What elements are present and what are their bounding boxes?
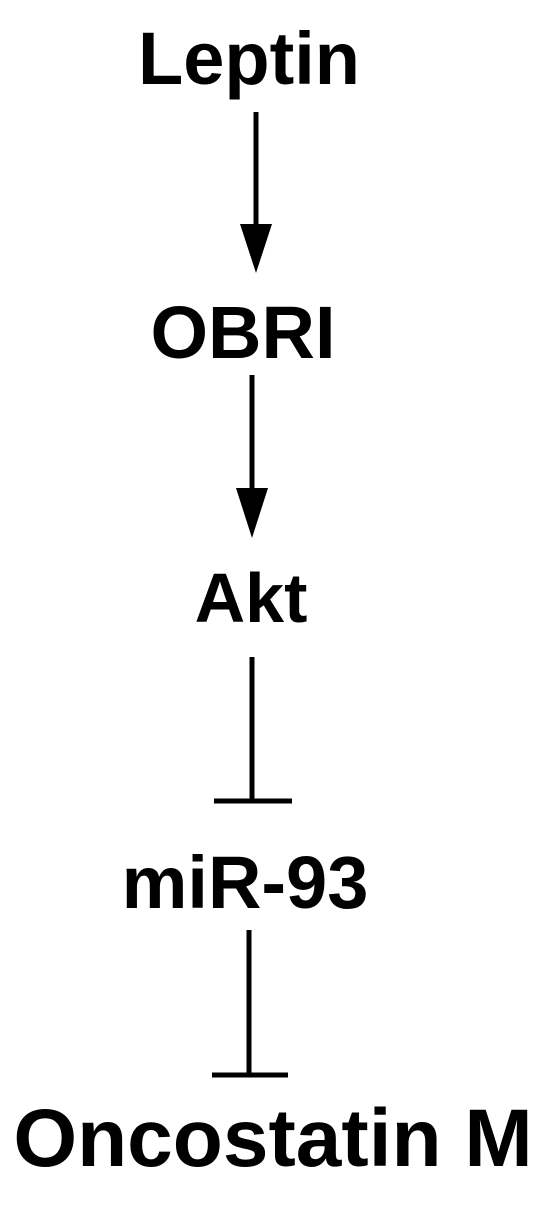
edge-akt-to-mir-93-inhibition-bar (214, 657, 292, 804)
node-akt: Akt (194, 559, 308, 637)
node-mir-93: miR-93 (121, 841, 369, 924)
edge-leptin-to-obri-activation-arrow (240, 112, 272, 273)
node-obri: OBRI (150, 291, 336, 374)
edge-obri-to-akt-activation-arrow (236, 375, 268, 538)
edge-mir-93-to-oncostatin-m-inhibition-bar (212, 930, 288, 1078)
node-leptin: Leptin (138, 17, 360, 100)
node-oncostatin-m: Oncostatin M (13, 1093, 533, 1184)
